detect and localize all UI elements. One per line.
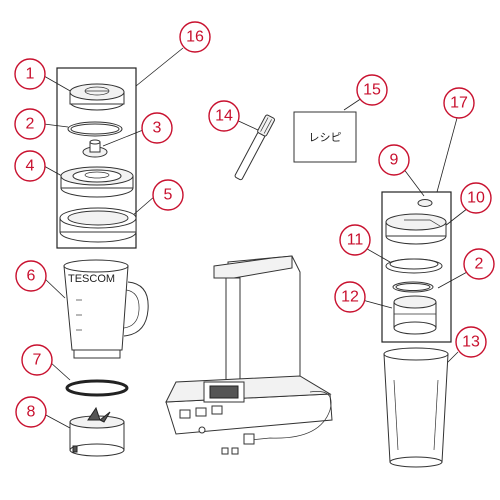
blade-cap-part (69, 83, 125, 111)
recipe-book-part: レシピ (293, 111, 357, 163)
bottle-gasket-part (392, 281, 434, 293)
svg-text:7: 7 (33, 352, 42, 369)
callout-17: 17 (443, 87, 475, 119)
callout-9: 9 (378, 144, 410, 176)
blender-body (165, 255, 333, 455)
bottle-lid-part (385, 213, 447, 245)
svg-text:11: 11 (347, 232, 364, 249)
svg-text:14: 14 (215, 108, 233, 125)
svg-text:15: 15 (363, 82, 381, 99)
callout-2-right: 2 (463, 248, 495, 280)
callout-10: 10 (460, 182, 492, 214)
left-parts-group-box (56, 67, 137, 249)
recipe-book-label: レシピ (309, 131, 342, 144)
svg-text:3: 3 (153, 120, 162, 137)
callout-7: 7 (21, 344, 53, 376)
svg-text:9: 9 (390, 152, 399, 169)
svg-text:5: 5 (164, 187, 173, 204)
bottle-ring-part (385, 258, 443, 274)
blade-base-part (69, 406, 125, 457)
svg-text:4: 4 (26, 158, 35, 175)
callout-11: 11 (339, 224, 371, 256)
seal-ring-part (65, 379, 129, 397)
small-cap-part (417, 199, 433, 207)
svg-text:17: 17 (450, 95, 468, 112)
callout-1: 1 (14, 58, 46, 90)
bottle-blade-unit-part (393, 295, 437, 335)
tumbler-bottle-part (383, 347, 449, 468)
callout-5: 5 (152, 179, 184, 211)
base-ring-part (59, 207, 137, 243)
callout-4: 4 (14, 150, 46, 182)
svg-text:2: 2 (26, 116, 35, 133)
svg-text:2: 2 (475, 256, 484, 273)
gasket-ring-part (67, 121, 123, 137)
svg-text:6: 6 (27, 268, 36, 285)
svg-text:13: 13 (462, 334, 480, 351)
svg-text:16: 16 (186, 29, 204, 46)
svg-text:8: 8 (27, 404, 36, 421)
callout-14: 14 (208, 100, 240, 132)
callout-16: 16 (179, 21, 211, 53)
jug-brand-text: TESCOM (68, 273, 115, 285)
right-parts-group-box (381, 191, 452, 343)
callout-13: 13 (455, 326, 487, 358)
svg-text:1: 1 (26, 66, 35, 83)
callout-2: 2 (14, 108, 46, 140)
jug-part: TESCOM (63, 259, 149, 359)
callout-12: 12 (334, 281, 366, 313)
callout-8: 8 (15, 396, 47, 428)
knob-part (82, 139, 108, 158)
callout-6: 6 (15, 260, 47, 292)
callout-3: 3 (141, 112, 173, 144)
svg-text:12: 12 (341, 289, 359, 306)
svg-text:10: 10 (467, 190, 485, 207)
cleaning-brush-part (234, 114, 275, 181)
callout-15: 15 (356, 74, 388, 106)
blade-holder-part (60, 166, 134, 198)
